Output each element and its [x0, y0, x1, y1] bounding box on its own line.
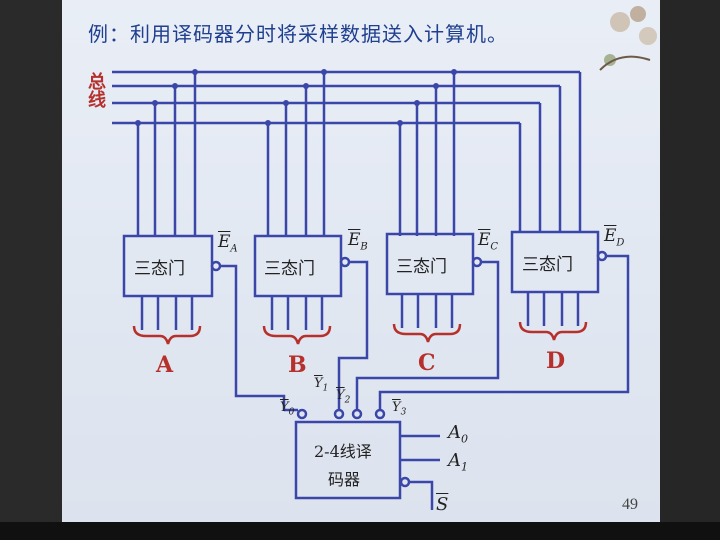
gate-c-enable-bubble [471, 256, 483, 268]
gate-d-box [510, 230, 600, 294]
decoder-input-a0: A0 [448, 422, 468, 446]
gate-d-enable-bubble [596, 250, 608, 262]
gate-a-label: 三态门 [134, 259, 185, 279]
gate-a-enable-bubble [210, 260, 222, 272]
group-label-a: A [156, 352, 174, 378]
gate-b-label: 三态门 [264, 259, 315, 279]
slide-title: 例：利用译码器分时将采样数据送入计算机。 [88, 22, 508, 46]
decoder-select-s: S [436, 494, 449, 515]
gate-d-label: 三态门 [522, 255, 573, 275]
gate-b-enable-bubble [339, 256, 351, 268]
group-braces [132, 321, 588, 345]
decoder-output-y0: Y0 [280, 400, 295, 418]
decoder-input-a1: A1 [448, 450, 468, 474]
group-label-d: D [546, 348, 566, 374]
enable-label-b: EB [348, 230, 368, 253]
slide: 例：利用译码器分时将采样数据送入计算机。 [62, 0, 660, 522]
enable-label-c: EC [478, 230, 499, 253]
gate-b-box [253, 234, 343, 298]
enable-label-a: EA [218, 232, 238, 255]
decoder-output-y3: Y3 [392, 400, 407, 418]
bus-lines [112, 69, 630, 510]
wire-ed [378, 254, 630, 410]
wire-ea [220, 264, 286, 410]
decoder-output-y1: Y1 [314, 376, 329, 394]
wire-eb [337, 260, 369, 410]
bus-label: 总线 [85, 72, 106, 108]
wire-ec [355, 260, 500, 410]
group-label-b: B [288, 352, 307, 378]
circuit-diagram [112, 69, 630, 510]
decoder-label-line2: 码器 [328, 470, 361, 489]
left-dark-strip [0, 0, 62, 540]
flower-decoration-icon [599, 6, 657, 71]
bottom-dark-strip [0, 522, 720, 540]
right-dark-strip [660, 0, 720, 540]
enable-label-d: ED [604, 226, 625, 249]
gate-c-label: 三态门 [396, 257, 447, 277]
page-number: 49 [622, 496, 638, 513]
decoder-label-line1: 2-4线译 [314, 442, 372, 461]
decoder-output-y2: Y2 [336, 388, 351, 406]
group-label-c: C [418, 350, 436, 376]
